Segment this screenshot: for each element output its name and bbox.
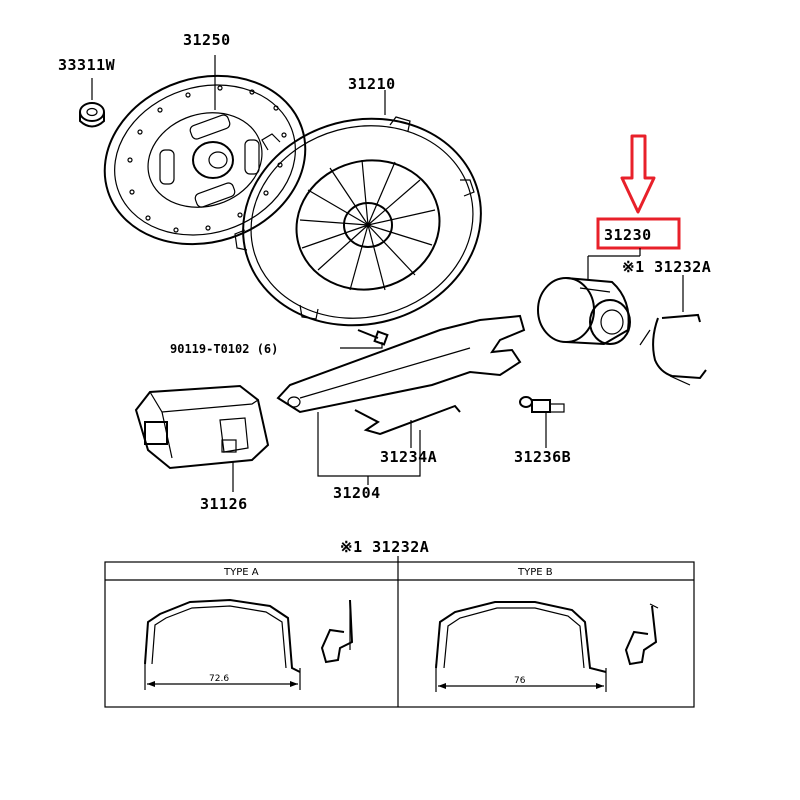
label-31232A: ※1 31232A (622, 258, 711, 276)
label-31210: 31210 (348, 75, 396, 93)
type-b-dimension: 76 (514, 676, 526, 686)
pivot-bolt-part[interactable] (519, 396, 565, 448)
type-a-clip-drawing (144, 598, 354, 690)
detail-title: ※1 31232A (340, 538, 429, 556)
detail-box (104, 561, 695, 708)
label-31126: 31126 (200, 495, 248, 513)
release-clip-part[interactable] (639, 275, 707, 386)
label-bolt: 90119-T0102 (6) (170, 342, 278, 356)
clutch-disc-part[interactable] (83, 50, 328, 269)
type-b-clip-drawing (435, 601, 659, 692)
fork-spring-part[interactable] (354, 404, 461, 448)
label-31204: 31204 (333, 484, 381, 502)
type-b-header: TYPE B (517, 567, 553, 578)
label-33311W: 33311W (58, 56, 116, 74)
release-fork-part[interactable] (276, 314, 526, 485)
label-31230: 31230 (604, 226, 652, 244)
label-31234A: 31234A (380, 448, 437, 466)
type-a-dimension: 72.6 (209, 674, 229, 684)
cover-bolt-part[interactable] (340, 329, 389, 349)
clutch-cover-part[interactable] (220, 90, 505, 352)
type-a-header: TYPE A (223, 567, 259, 578)
highlight-box (596, 217, 681, 250)
highlight-arrow (620, 134, 656, 214)
release-bearing-part[interactable] (537, 248, 641, 346)
boot-part[interactable] (134, 384, 270, 492)
label-31236B: 31236B (514, 448, 571, 466)
label-31250: 31250 (183, 31, 231, 49)
pilot-bearing-part[interactable] (79, 78, 105, 128)
